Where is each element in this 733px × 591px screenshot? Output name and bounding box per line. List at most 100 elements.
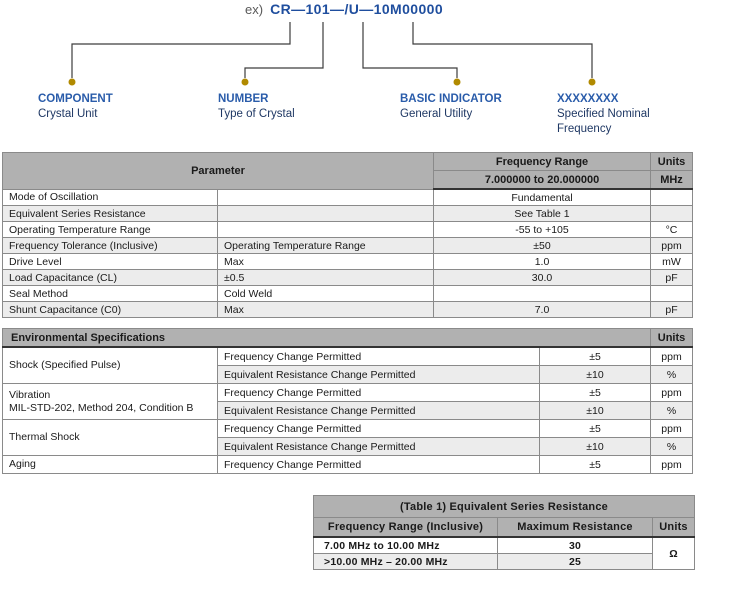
t1-unit-cell: Ω [652,536,695,570]
part-number: CR—101—/U—10M00000 [270,1,444,17]
env-unit-cell: % [650,401,694,420]
param-name-cell: Drive Level [2,253,218,270]
env-test-cell: Equivalent Resistance Change Permitted [217,365,540,384]
param-condition-cell [216,205,435,222]
callout-dot-basic-indicator [453,78,461,86]
param-name-cell: Frequency Tolerance (Inclusive) [2,237,218,254]
env-group-cell: Thermal Shock [2,419,218,456]
callout-basic-indicator: BASIC INDICATOR General Utility [400,92,502,122]
param-condition-cell [216,188,435,206]
table1-range-header-cell: Frequency Range (Inclusive) [313,517,498,538]
param-unit-cell: °C [650,221,694,238]
environmental-table: Environmental Specifications Units Shock… [1,328,694,474]
t1-range-cell: 7.00 MHz to 10.00 MHz [313,536,498,554]
connector-line-component [71,22,291,78]
param-value-cell: See Table 1 [433,205,652,222]
env-value-cell: ±5 [538,455,652,474]
param-name-cell: Operating Temperature Range [2,221,218,238]
callout-sublabel: Type of Crystal [218,108,295,120]
callout-sublabel: General Utility [400,108,473,120]
param-unit-cell [650,188,694,206]
units-header-cell: Units [650,152,694,171]
part-number-title: ex) CR—101—/U—10M00000 [245,1,443,19]
param-value-cell: 1.0 [433,253,652,270]
connector-line-basic-indicator [362,22,458,78]
env-test-cell: Frequency Change Permitted [217,383,540,402]
env-unit-cell: % [650,365,694,384]
param-value-cell: ±50 [433,237,652,254]
env-value-cell: ±5 [538,383,652,402]
t1-resistance-cell: 30 [497,536,653,554]
t1-resistance-cell: 25 [497,553,653,570]
param-value-cell: 7.0 [433,301,652,318]
callout-label: BASIC INDICATOR [400,93,502,105]
env-unit-cell: % [650,437,694,456]
callout-label: XXXXXXXX [557,93,619,105]
env-group-name: Vibration [9,389,51,401]
env-value-cell: ±10 [538,437,652,456]
env-value-cell: ±10 [538,401,652,420]
param-condition-cell: Cold Weld [216,285,435,302]
connector-line-frequency [412,22,593,78]
callout-number: NUMBER Type of Crystal [218,92,295,122]
environmental-title-cell: Environmental Specifications [1,328,652,348]
env-test-cell: Frequency Change Permitted [217,346,540,366]
param-name-cell: Seal Method [2,285,218,302]
param-name-cell: Load Capacitance (CL) [2,269,218,286]
env-group-standard: MIL-STD-202, Method 204, Condition B [9,401,194,414]
param-condition-cell: Operating Temperature Range [216,237,435,254]
callout-frequency: XXXXXXXX Specified Nominal Frequency [557,92,665,137]
callout-sublabel: Crystal Unit [38,108,98,120]
callout-dot-component [68,78,76,86]
env-unit-cell: ppm [650,419,694,438]
env-test-cell: Frequency Change Permitted [217,419,540,438]
parameter-table: Parameter Frequency Range Units 7.000000… [1,152,694,318]
callout-label: NUMBER [218,93,269,105]
callout-component: COMPONENT Crystal Unit [38,92,113,122]
table1-units-header-cell: Units [652,517,695,538]
param-value-cell: 30.0 [433,269,652,286]
param-unit-cell: mW [650,253,694,270]
env-group-cell: Shock (Specified Pulse) [2,346,218,384]
callout-sublabel: Specified Nominal Frequency [557,108,650,135]
env-value-cell: ±5 [538,419,652,438]
env-test-cell: Frequency Change Permitted [217,455,540,474]
env-group-cell: Aging [2,455,218,474]
callout-label: COMPONENT [38,93,113,105]
param-unit-cell [650,285,694,302]
frequency-range-header-cell: Frequency Range [433,152,652,171]
param-unit-cell: pF [650,269,694,286]
table1-equivalent-series-resistance: (Table 1) Equivalent Series Resistance F… [313,495,695,570]
connector-diagram [68,22,596,86]
param-value-cell: -55 to +105 [433,221,652,238]
param-unit-cell: ppm [650,237,694,254]
parameter-header-cell: Parameter [1,152,435,190]
units-value-header-cell: MHz [650,170,694,190]
param-unit-cell: pF [650,301,694,318]
env-test-cell: Equivalent Resistance Change Permitted [217,401,540,420]
env-value-cell: ±10 [538,365,652,384]
example-prefix: ex) [245,2,264,17]
param-name-cell: Equivalent Series Resistance [2,205,218,222]
param-value-cell [433,285,652,302]
env-unit-cell: ppm [650,346,694,366]
table1-resistance-header-cell: Maximum Resistance [497,517,653,538]
callout-dot-number [241,78,249,86]
param-value-cell: Fundamental [433,188,652,206]
param-condition-cell [216,221,435,238]
param-name-cell: Mode of Oscillation [2,188,218,206]
env-value-cell: ±5 [538,346,652,366]
param-condition-cell: ±0.5 [216,269,435,286]
t1-range-cell: >10.00 MHz – 20.00 MHz [313,553,498,570]
connector-line-number [244,22,324,78]
env-unit-cell: ppm [650,455,694,474]
env-units-header-cell: Units [650,328,694,348]
callout-dot-frequency [588,78,596,86]
env-unit-cell: ppm [650,383,694,402]
param-unit-cell [650,205,694,222]
param-condition-cell: Max [216,253,435,270]
param-condition-cell: Max [216,301,435,318]
range-value-header-cell: 7.000000 to 20.000000 [433,170,652,190]
